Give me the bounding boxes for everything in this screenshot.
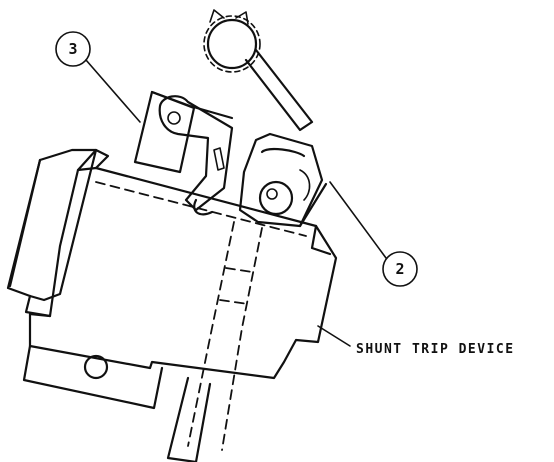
callout-2: 2 <box>329 181 418 287</box>
left-side-plate <box>6 148 98 318</box>
callout-3-number: 3 <box>68 40 77 58</box>
callout-2-number: 2 <box>395 260 404 278</box>
trip-lever <box>203 9 314 132</box>
shunt-trip-label-group: SHUNT TRIP DEVICE <box>317 325 515 357</box>
link-arm <box>158 95 234 216</box>
housing-body <box>28 148 338 380</box>
callout-3: 3 <box>55 31 141 123</box>
rear-bracket <box>133 90 234 174</box>
latch-assembly <box>238 132 328 228</box>
plunger-shaft <box>166 221 263 462</box>
mounting-plate <box>22 344 164 410</box>
shunt-trip-label: SHUNT TRIP DEVICE <box>356 342 515 357</box>
